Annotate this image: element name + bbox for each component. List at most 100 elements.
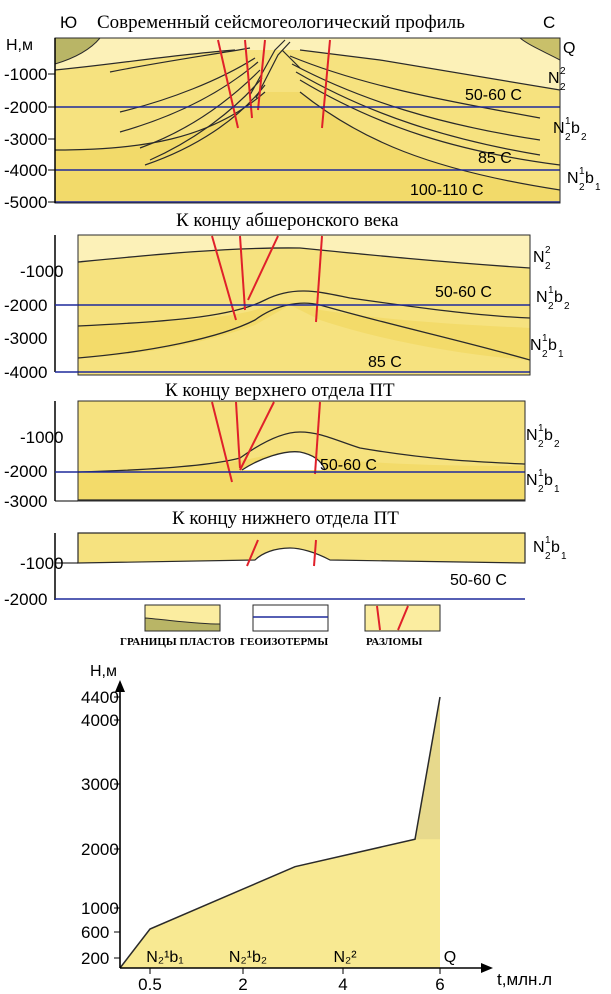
svg-text:2: 2 <box>560 66 566 77</box>
legend-faults: РАЗЛОМЫ <box>364 604 441 648</box>
layer-label-n21b1: N 2 1 b 1 <box>567 166 601 193</box>
north-mark: С <box>543 13 555 32</box>
depth-tick: -2000 <box>4 296 47 315</box>
panel-3-upper-pt: К концу верхнего отдела ПТ -1000 -2000 -… <box>4 380 560 511</box>
y-tick-label: 2000 <box>81 840 119 859</box>
svg-text:2: 2 <box>548 301 554 312</box>
depth-unit-label: Н,м <box>6 37 33 54</box>
panel-2-title: К концу абшеронского века <box>176 210 399 231</box>
depth-tick: -5000 <box>4 193 47 212</box>
panel-4-title: К концу нижнего отдела ПТ <box>172 508 399 529</box>
panel-2-absheron: К концу абшеронского века -1000 <box>4 210 570 382</box>
depth-tick: -2000 <box>4 98 47 117</box>
stage-label: N₂² <box>333 949 357 966</box>
stage-label: Q <box>444 949 456 966</box>
svg-text:b: b <box>571 120 580 137</box>
y-tick-label: 4000 <box>81 711 119 730</box>
y-tick-label: 1000 <box>81 899 119 918</box>
stage-label: N₂¹b₂ <box>229 949 267 966</box>
svg-text:1: 1 <box>545 535 551 546</box>
depth-tick: -4000 <box>4 161 47 180</box>
layer-label-n21b1: N 2 1 b 1 <box>530 333 564 360</box>
svg-text:ГЕОИЗОТЕРМЫ: ГЕОИЗОТЕРМЫ <box>240 636 328 648</box>
legend-layers: ГРАНИЦЫ ПЛАСТОВ <box>120 604 235 648</box>
layer-label-n21b2: N 2 1 b 2 <box>526 423 560 450</box>
isotherm-label: 50-60 C <box>465 87 522 104</box>
depth-tick: -3000 <box>4 130 47 149</box>
svg-text:b: b <box>544 427 553 444</box>
x-axis-arrow <box>481 963 493 973</box>
y-tick-label: 4400 <box>81 688 119 707</box>
svg-text:РАЗЛОМЫ: РАЗЛОМЫ <box>366 636 422 648</box>
svg-text:1: 1 <box>554 484 560 495</box>
isotherm-label: 85 C <box>368 354 402 371</box>
depth-tick: -1000 <box>20 554 63 573</box>
svg-text:2: 2 <box>581 132 587 143</box>
panel-3-title: К концу верхнего отдела ПТ <box>165 380 395 401</box>
panel-1-section <box>55 38 560 203</box>
y-tick-label: 600 <box>81 923 109 942</box>
isotherm-label: 50-60 C <box>450 572 507 589</box>
svg-text:N: N <box>533 539 545 556</box>
isotherm-label: 85 C <box>478 150 512 167</box>
svg-text:N: N <box>567 170 579 187</box>
svg-text:1: 1 <box>595 182 601 193</box>
depth-tick: -4000 <box>4 363 47 382</box>
panel-1-modern-profile: Современный сейсмогеологический профиль … <box>4 12 601 212</box>
legend: ГРАНИЦЫ ПЛАСТОВ ГЕОИЗОТЕРМЫ РАЗЛОМЫ <box>120 604 441 648</box>
svg-text:2: 2 <box>538 484 544 495</box>
svg-text:1: 1 <box>538 423 544 434</box>
svg-text:2: 2 <box>542 349 548 360</box>
svg-text:1: 1 <box>538 468 544 479</box>
panel-1-title: Современный сейсмогеологический профиль <box>97 12 465 33</box>
svg-text:2: 2 <box>579 182 585 193</box>
isotherm-label: 50-60 C <box>320 457 377 474</box>
legend-isotherms: ГЕОИЗОТЕРМЫ <box>240 604 329 648</box>
burial-area-main <box>120 697 440 968</box>
svg-text:2: 2 <box>545 261 551 272</box>
svg-text:2: 2 <box>538 439 544 450</box>
panel-1-axis: -1000 -2000 -3000 -4000 -5000 <box>4 38 56 212</box>
svg-text:N: N <box>548 70 560 87</box>
isotherm-label: 50-60 C <box>435 284 492 301</box>
y-tick-label: 200 <box>81 949 109 968</box>
y-axis-label: H,м <box>90 663 117 680</box>
svg-text:b: b <box>585 170 594 187</box>
y-tick-label: 3000 <box>81 775 119 794</box>
svg-text:N: N <box>533 249 545 266</box>
svg-text:2: 2 <box>545 551 551 562</box>
svg-text:1: 1 <box>542 333 548 344</box>
x-tick-label: 2 <box>238 975 247 994</box>
svg-text:2: 2 <box>545 245 551 256</box>
svg-text:2: 2 <box>564 301 570 312</box>
isotherm-label: 100-110 C <box>410 182 484 199</box>
depth-tick: -1000 <box>4 65 47 84</box>
depth-tick: -3000 <box>4 492 47 511</box>
depth-tick: -3000 <box>4 329 47 348</box>
svg-text:b: b <box>548 337 557 354</box>
panel-4-lower-pt: К концу нижнего отдела ПТ -1000 -2000 N … <box>4 508 567 609</box>
svg-text:ГРАНИЦЫ ПЛАСТОВ: ГРАНИЦЫ ПЛАСТОВ <box>120 636 235 648</box>
y-axis-arrow <box>115 680 125 692</box>
svg-text:b: b <box>551 539 560 556</box>
svg-text:2: 2 <box>554 439 560 450</box>
burial-curve <box>119 696 441 969</box>
svg-text:1: 1 <box>579 166 585 177</box>
depth-tick: -1000 <box>20 262 63 281</box>
depth-tick: -1000 <box>20 428 63 447</box>
svg-text:1: 1 <box>565 116 571 127</box>
x-axis-label: t,млн.л <box>497 970 552 989</box>
svg-text:N: N <box>530 337 542 354</box>
layer-label-n21b1: N 2 1 b 1 <box>533 535 567 562</box>
x-tick-label: 4 <box>338 975 347 994</box>
svg-text:1: 1 <box>548 285 554 296</box>
svg-text:N: N <box>553 120 565 137</box>
svg-text:2: 2 <box>560 82 566 93</box>
depth-tick: -2000 <box>4 462 47 481</box>
svg-text:2: 2 <box>565 132 571 143</box>
x-tick-label: 0.5 <box>138 975 162 994</box>
layer-label-n21b1: N 2 1 b 1 <box>526 468 560 495</box>
south-mark: Ю <box>60 13 77 32</box>
